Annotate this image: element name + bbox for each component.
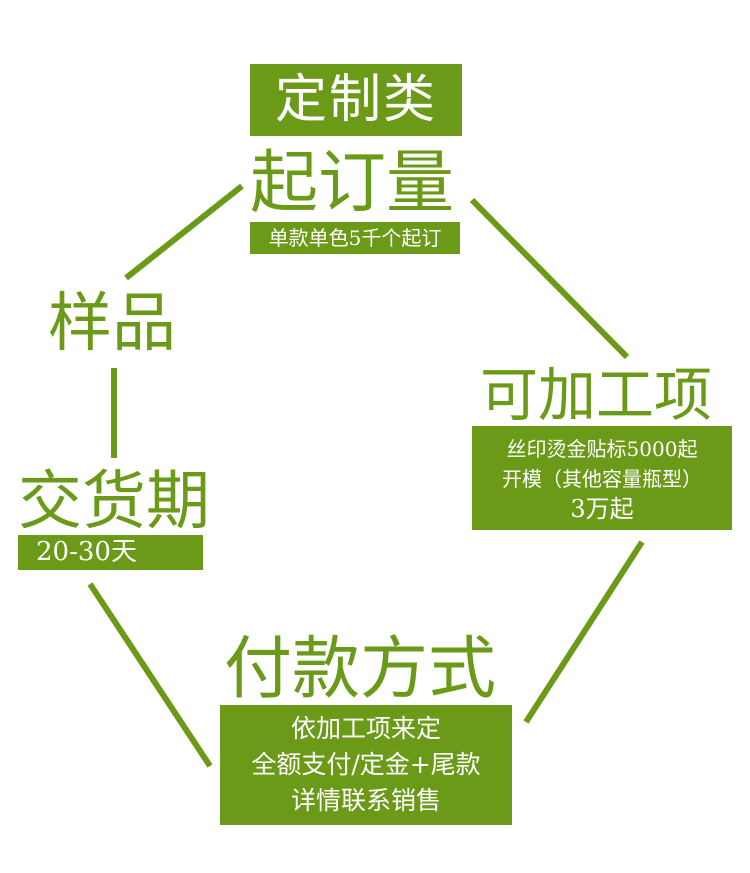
- payment-line-1: 依加工项来定: [290, 714, 441, 743]
- process-line-1: 丝印烫金贴标5000起: [506, 437, 698, 461]
- connector-process-payment: [523, 540, 645, 724]
- connector-payment-delivery: [87, 582, 213, 768]
- page-title: 定制类: [250, 64, 462, 136]
- payment-heading: 付款方式: [224, 630, 497, 709]
- process-detail: 丝印烫金贴标5000起 开模（其他容量瓶型） 3万起: [472, 426, 732, 530]
- payment-line-2: 全额支付/定金+尾款: [251, 750, 481, 779]
- process-heading: 可加工项: [480, 361, 713, 429]
- moq-heading: 起订量: [250, 144, 455, 223]
- sample-heading: 样品: [48, 287, 176, 361]
- payment-line-3: 详情联系销售: [290, 786, 441, 815]
- delivery-detail: 20-30天: [18, 535, 203, 570]
- payment-detail: 依加工项来定 全额支付/定金+尾款 详情联系销售: [220, 705, 512, 825]
- moq-detail: 单款单色5千个起订: [250, 222, 460, 254]
- process-line-3: 3万起: [570, 495, 634, 523]
- delivery-heading: 交货期: [18, 465, 210, 539]
- connector-moq-process: [469, 197, 630, 360]
- process-line-2: 开模（其他容量瓶型）: [502, 467, 702, 491]
- connector-sample-moq: [124, 183, 244, 281]
